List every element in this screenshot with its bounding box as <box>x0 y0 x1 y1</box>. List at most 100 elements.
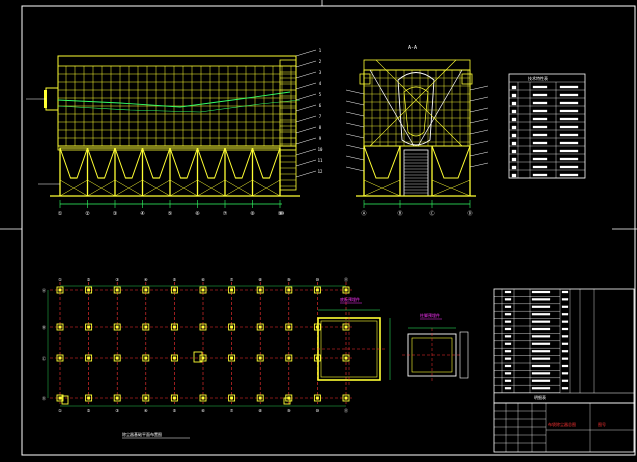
pier-column <box>230 325 234 329</box>
callout-leader <box>295 93 317 101</box>
brace <box>114 179 143 197</box>
pier-footing <box>142 323 150 331</box>
callout-leader <box>469 162 489 168</box>
parts-cell-text <box>504 364 512 368</box>
end-casing-grid <box>363 59 471 146</box>
pier-column <box>287 356 291 360</box>
plan-col-bubble: ⑨ <box>287 408 291 413</box>
parts-cell-text <box>531 305 551 308</box>
bom-cell-text <box>559 149 579 153</box>
technical-spec-table: 技术特性表 <box>508 73 586 179</box>
callout-leader <box>345 133 365 139</box>
callout-leader <box>295 170 317 178</box>
plan-row-bubble: Ⓒ <box>42 355 46 361</box>
pier-footing <box>199 394 207 402</box>
pier-column <box>115 288 119 292</box>
hopper <box>59 147 89 179</box>
pier-footing <box>342 394 350 402</box>
callout-leader <box>469 107 489 113</box>
end-hopper-left <box>363 145 401 179</box>
bom-cell-text <box>532 149 548 153</box>
parts-cell-text <box>504 320 512 323</box>
pier-column <box>172 396 176 400</box>
bom-cell-text <box>559 165 579 169</box>
pier-footing <box>170 286 178 294</box>
parts-cell-text <box>561 387 569 390</box>
hopper <box>114 147 144 179</box>
axis-bubble: ① <box>58 211 63 217</box>
callout-leader <box>295 159 317 167</box>
callout-leader <box>295 137 317 145</box>
parts-list-table: 明细表 <box>493 288 635 404</box>
pier-column <box>144 356 148 360</box>
plan-col-bubble: ④ <box>144 408 148 413</box>
plan-row-bubble: Ⓐ <box>42 287 46 293</box>
pier-column <box>144 288 148 292</box>
end-ladder-right <box>461 73 473 85</box>
bom-title: 技术特性表 <box>528 75 548 81</box>
pier-column <box>144 325 148 329</box>
plan-col-bubble: ⑪ <box>344 276 348 282</box>
stair-steps <box>280 65 296 187</box>
plan-col-bubble: ① <box>58 408 62 413</box>
plan-caption: 除尘器基础平面布置图 <box>122 431 162 437</box>
bom-cell-text <box>532 173 548 177</box>
callout-number: 7 <box>319 114 322 119</box>
hopper <box>169 147 199 179</box>
parts-cell-text <box>531 327 551 331</box>
bom-cell-mark <box>511 109 517 114</box>
callout-number: 9 <box>319 136 322 141</box>
callout-leader <box>295 82 317 90</box>
axis-bubble: Ⓒ <box>429 210 434 217</box>
axis-bubble: ⑥ <box>195 211 200 217</box>
pier-footing <box>285 354 293 362</box>
parts-cell-text <box>504 327 512 331</box>
pier-column <box>115 356 119 360</box>
pier-footing <box>56 286 64 294</box>
pier-footing <box>85 323 93 331</box>
end-hopper-right <box>431 145 471 179</box>
center-tower-steps <box>404 153 428 194</box>
parts-rows <box>494 289 634 394</box>
inlet-plenum <box>397 72 435 146</box>
callout-leader <box>345 111 365 117</box>
plan-col-bubble: ③ <box>115 277 119 282</box>
parts-cell-text <box>561 350 569 353</box>
bom-cell-mark <box>511 133 517 138</box>
end-roof <box>363 59 471 71</box>
callout-leader <box>469 151 489 157</box>
brace <box>417 69 463 147</box>
pier-column <box>344 356 348 360</box>
pier-column <box>344 396 348 400</box>
column-base-detail: 柱脚预埋件 <box>402 312 469 382</box>
parts-cell-text <box>504 387 512 390</box>
brace <box>369 59 457 147</box>
parts-cell-text <box>561 290 569 294</box>
plan-col-bubble: ⑥ <box>201 277 205 282</box>
parts-cell-text <box>504 357 512 360</box>
hopper <box>196 147 226 179</box>
parts-cell-text <box>531 313 551 316</box>
brace <box>142 179 171 197</box>
pier-footing <box>85 354 93 362</box>
axis-bubble: ⑨ <box>278 211 283 217</box>
pier-footing <box>142 286 150 294</box>
callout-leader <box>469 129 489 135</box>
plan-col-bubble: ④ <box>144 277 148 282</box>
pier-column <box>115 396 119 400</box>
plan-col-bubble: ⑩ <box>316 408 320 413</box>
axis-bubble: Ⓓ <box>467 210 472 217</box>
pier-column <box>201 325 205 329</box>
bom-cell-mark <box>511 101 517 106</box>
callout-number: 10 <box>318 147 323 152</box>
parts-cell-text <box>561 379 569 382</box>
detail2-side <box>459 331 469 379</box>
pier-column <box>258 288 262 292</box>
pier-footing <box>228 394 236 402</box>
pier-column <box>230 396 234 400</box>
stair-footing <box>283 397 291 405</box>
callout-leader <box>295 148 317 156</box>
